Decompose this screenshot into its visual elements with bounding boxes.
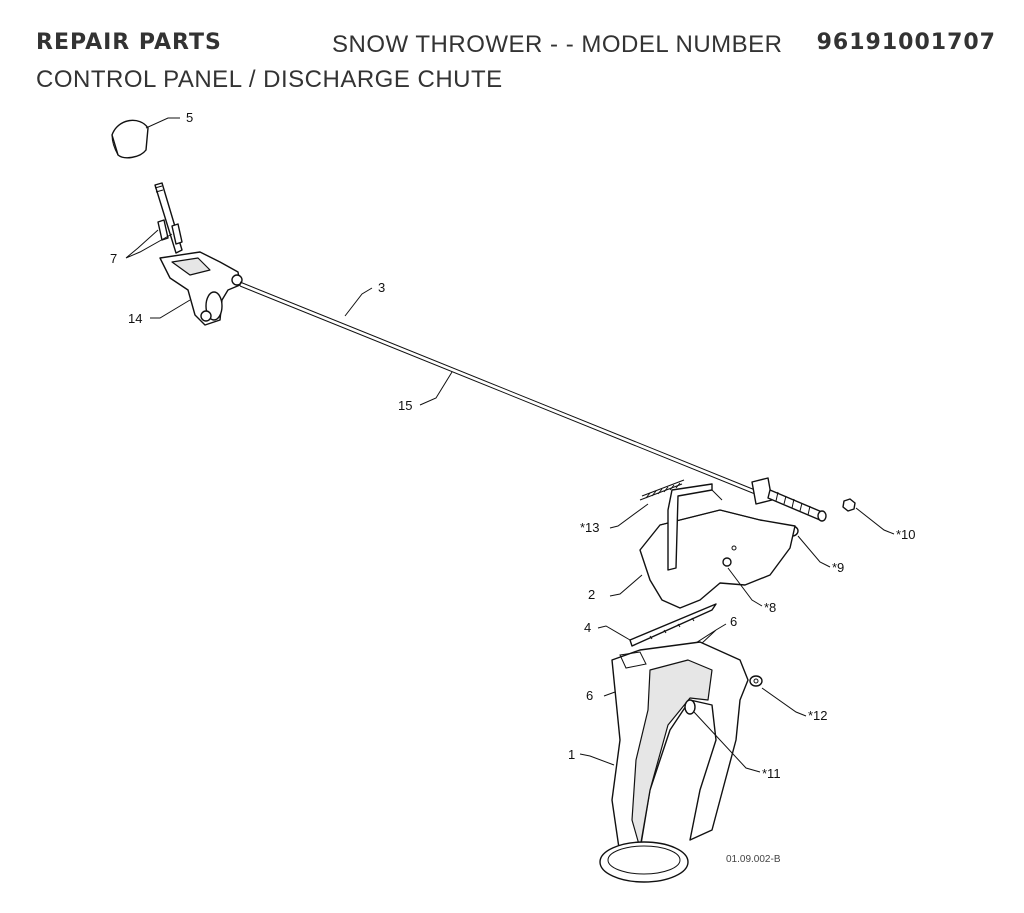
part-control-bracket [150, 251, 243, 326]
page-header: REPAIR PARTS SNOW THROWER - - MODEL NUMB… [36, 30, 996, 60]
part-nut [842, 498, 895, 535]
callout-14: 14 [128, 311, 142, 326]
part-carriage-bolt [684, 699, 761, 773]
callout-5: 5 [186, 110, 193, 125]
callout-9: *9 [832, 560, 844, 575]
part-discharge-chute [579, 641, 749, 883]
model-number: 96191001707 [816, 30, 996, 55]
diagram-subtitle: CONTROL PANEL / DISCHARGE CHUTE [36, 66, 503, 93]
callout-2: 2 [588, 587, 595, 602]
callout-8: *8 [764, 600, 776, 615]
part-chute-deflector [609, 483, 796, 609]
callout-7: 7 [110, 251, 117, 266]
part-chute-plate [597, 603, 717, 647]
callout-12: *12 [808, 708, 828, 723]
callout-4: 4 [584, 620, 591, 635]
part-spring [609, 479, 685, 529]
callout-6-lower: 6 [586, 688, 593, 703]
part-screws [125, 219, 183, 259]
part-chute-rod [239, 281, 761, 497]
part-rod-threaded-end [751, 477, 827, 522]
part-knob [111, 117, 180, 159]
callout-6-upper: 6 [730, 614, 737, 629]
callout-3: 3 [378, 280, 385, 295]
callout-15: 15 [398, 398, 412, 413]
drawing-reference: 01.09.002-B [726, 854, 781, 865]
section-title: REPAIR PARTS [36, 30, 222, 55]
callout-11: *11 [762, 766, 781, 781]
product-title: SNOW THROWER - - MODEL NUMBER [332, 31, 783, 58]
callout-1: 1 [568, 747, 575, 762]
part-washer-12 [749, 675, 807, 717]
callout-13: *13 [580, 520, 600, 535]
callout-10: *10 [896, 527, 916, 542]
